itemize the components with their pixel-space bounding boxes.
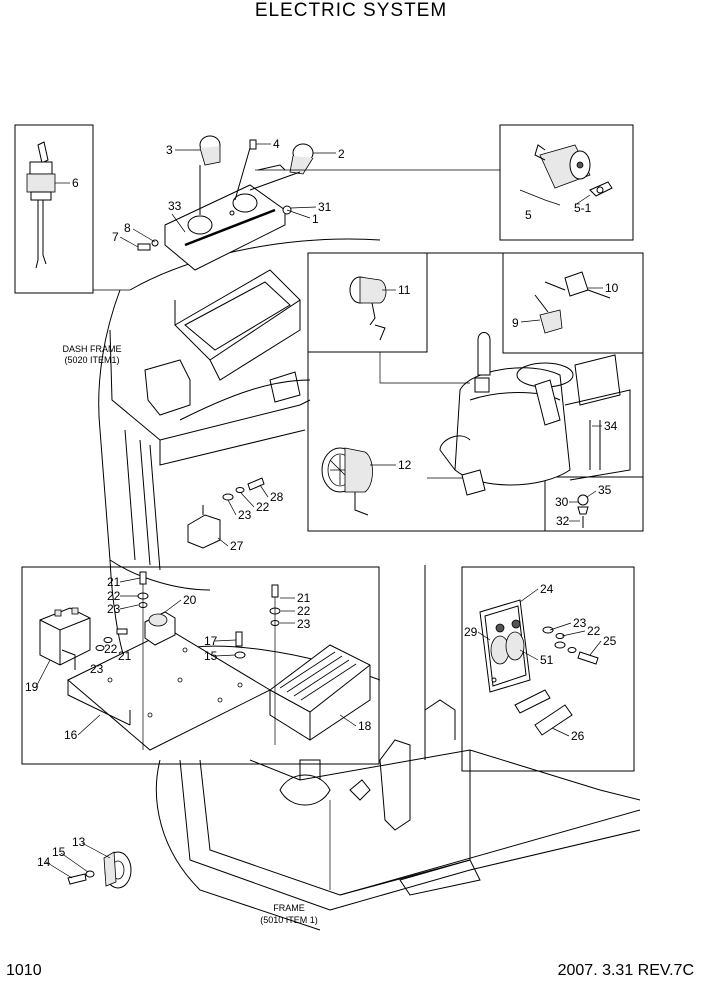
callout: 5-1 xyxy=(574,201,592,215)
callout: 19 xyxy=(25,680,39,694)
relay-icon xyxy=(39,607,91,670)
callout: 34 xyxy=(604,419,618,433)
callout: 21 xyxy=(107,575,121,589)
callout: 14 xyxy=(37,855,51,869)
contactor-detail-box xyxy=(461,566,635,772)
contactor-icon xyxy=(479,599,531,693)
callout: 4 xyxy=(273,137,280,151)
callout: 29 xyxy=(464,625,478,639)
callout: 23 xyxy=(297,617,311,631)
callout: 35 xyxy=(598,483,612,497)
callout: 11 xyxy=(398,283,411,297)
callout: 1 xyxy=(312,212,319,226)
callout: 27 xyxy=(230,539,244,553)
page-title: ELECTRIC SYSTEM xyxy=(254,0,448,21)
dash-lamps xyxy=(137,135,314,271)
frame-note: FRAME xyxy=(273,903,305,913)
callout: 28 xyxy=(270,490,284,504)
callout: 22 xyxy=(297,604,311,618)
callout: 20 xyxy=(183,593,197,607)
leader-lines xyxy=(93,169,500,890)
callout: 22 xyxy=(587,624,601,638)
callout: 33 xyxy=(168,199,182,213)
indicator-lamp-icon xyxy=(199,135,314,175)
dash-frame-note-ref: (5020 ITEM1) xyxy=(64,355,119,365)
callout: 24 xyxy=(540,582,554,596)
lower-parts xyxy=(67,477,265,889)
callout: 8 xyxy=(124,221,131,235)
page-number: 1010 xyxy=(6,962,42,979)
toggle-switch-icon xyxy=(26,141,56,269)
frame-body-drawing xyxy=(98,238,641,931)
work-lamp-icon xyxy=(349,276,387,341)
callouts: 1 2 3 4 5 5-1 6 7 8 9 10 11 12 13 14 15 … xyxy=(25,137,619,879)
head-lamp-icon xyxy=(321,447,373,516)
callout: 21 xyxy=(297,591,311,605)
callout: 17 xyxy=(204,634,218,648)
callout: 25 xyxy=(603,634,617,648)
callout: 23 xyxy=(238,508,252,522)
fuse-block-icon xyxy=(514,689,573,736)
controller-icon xyxy=(269,644,371,741)
revision-date: 2007. 3.31 REV.7C xyxy=(557,962,694,979)
frame-note-ref: (5010 ITEM 1) xyxy=(260,915,318,925)
dash-frame-note: DASH FRAME xyxy=(62,344,121,354)
callout: 18 xyxy=(358,719,372,733)
controller-detail-box xyxy=(21,566,380,765)
callout: 26 xyxy=(571,729,585,743)
callout: 32 xyxy=(556,514,570,528)
toggle-switch-detail-box xyxy=(14,124,94,294)
callout: 15 xyxy=(204,649,218,663)
callout: 22 xyxy=(256,500,270,514)
key-switch-icon xyxy=(534,144,613,197)
callout: 22 xyxy=(107,589,121,603)
callout: 22 xyxy=(104,642,118,656)
lamp-detail-box xyxy=(307,252,644,532)
seat-switch-icon xyxy=(534,271,611,334)
horn-icon xyxy=(103,851,132,889)
callout: 21 xyxy=(118,649,132,663)
callout: 31 xyxy=(318,200,332,214)
relay-icon xyxy=(144,611,176,646)
callout: 23 xyxy=(573,616,587,630)
callout: 23 xyxy=(107,602,121,616)
callout: 9 xyxy=(512,316,519,330)
callout: 23 xyxy=(90,662,104,676)
callout: 5 xyxy=(525,208,532,222)
callout: 12 xyxy=(398,458,412,472)
callout: 2 xyxy=(338,147,345,161)
key-switch-detail-box xyxy=(499,124,634,241)
callout: 51 xyxy=(540,653,554,667)
callout: 16 xyxy=(64,728,78,742)
callout: 13 xyxy=(72,835,86,849)
callout: 3 xyxy=(166,143,173,157)
callout: 15 xyxy=(52,845,66,859)
callout: 7 xyxy=(112,230,119,244)
callout: 6 xyxy=(72,176,79,190)
callout: 10 xyxy=(605,281,619,295)
callout: 30 xyxy=(555,495,569,509)
